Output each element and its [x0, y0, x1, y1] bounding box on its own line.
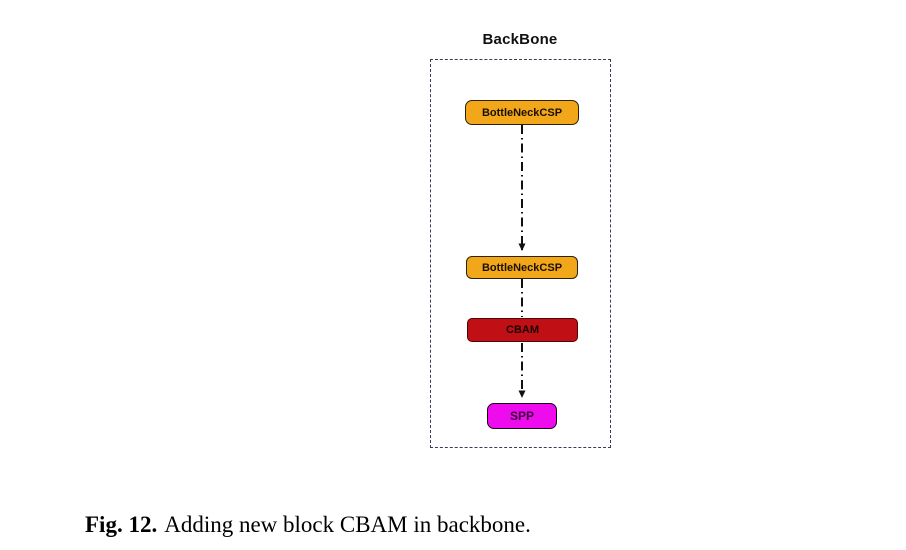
backbone-container — [430, 59, 611, 448]
block-spp: SPP — [487, 403, 557, 429]
backbone-title: BackBone — [482, 31, 558, 48]
block-cbam: CBAM — [467, 318, 578, 342]
block-bottleneckcsp-2: BottleNeckCSP — [466, 256, 578, 279]
figure-caption-text: Adding new block CBAM in backbone. — [164, 512, 531, 537]
figure-caption: Fig. 12.Adding new block CBAM in backbon… — [85, 512, 531, 538]
figure-caption-label: Fig. 12. — [85, 512, 158, 537]
block-bottleneckcsp-1: BottleNeckCSP — [465, 100, 579, 125]
